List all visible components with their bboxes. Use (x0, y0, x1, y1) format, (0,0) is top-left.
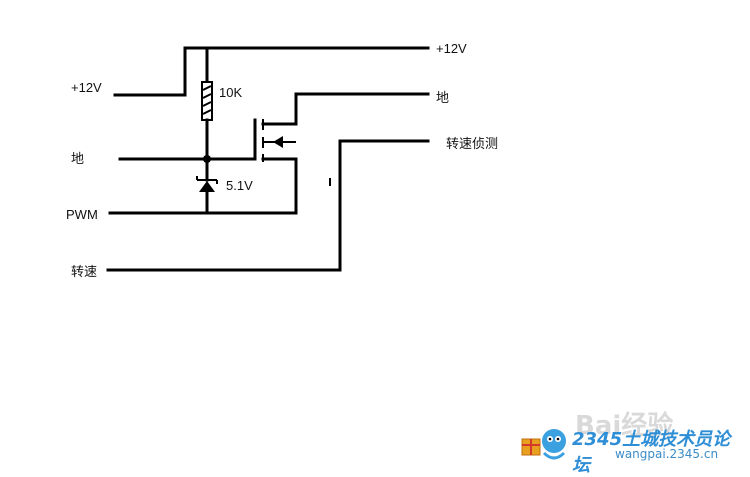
label-ground-left: 地 (71, 151, 85, 166)
watermark-brand: Bai经验 (575, 411, 674, 441)
watermark-url: wangpai.2345.cn (615, 447, 719, 461)
label-resistor: 10K (219, 85, 243, 100)
label-speed-detect: 转速侦测 (446, 136, 499, 151)
wire-left-12v (113, 46, 187, 97)
label-12v-left: +12V (71, 80, 102, 95)
label-zener: 5.1V (226, 178, 253, 193)
watermark: Bai经验 2345土城技术员论坛 wangpai.2345.cn (520, 405, 748, 476)
mosfet-drain (261, 92, 430, 126)
mascot-icon (521, 429, 566, 460)
label-12v-top: +12V (436, 41, 467, 56)
mosfet-arrow (273, 136, 283, 148)
label-pwm: PWM (66, 207, 98, 222)
zener-bar (196, 176, 218, 184)
resistor-hatch (202, 85, 212, 115)
mosfet-source (261, 157, 298, 215)
label-speed: 转速 (71, 264, 98, 279)
wire-speed (106, 139, 430, 272)
label-ground-right: 地 (436, 90, 450, 105)
zener-diode (199, 181, 215, 192)
